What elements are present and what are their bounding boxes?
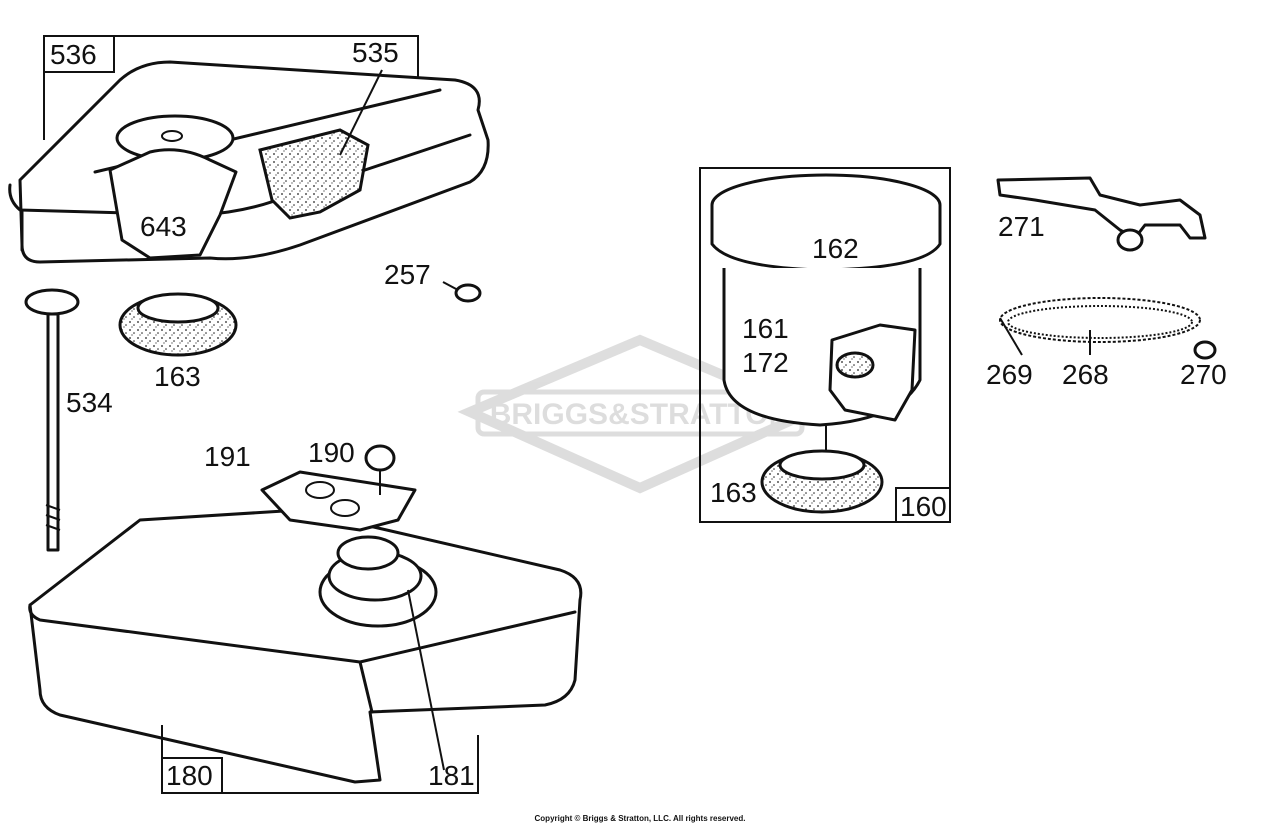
part-labels: 536 535 643 257 163 534 191 190 180 181 … — [43, 35, 1227, 794]
nut-270 — [1193, 340, 1217, 360]
label-268: 268 — [1062, 359, 1109, 390]
label-643: 643 — [140, 211, 187, 242]
label-535: 535 — [352, 37, 399, 68]
label-172: 172 — [742, 347, 789, 378]
label-536: 536 — [50, 39, 97, 70]
linkage-271 — [996, 176, 1207, 252]
screw-257 — [442, 281, 482, 303]
copyright-notice: Copyright © Briggs & Stratton, LLC. All … — [534, 814, 746, 823]
spring-268 — [999, 297, 1201, 356]
label-257: 257 — [384, 259, 431, 290]
label-161: 161 — [742, 313, 789, 344]
label-162: 162 — [812, 233, 859, 264]
tank-cover-assembly — [8, 35, 490, 357]
label-190: 190 — [308, 437, 355, 468]
label-271: 271 — [998, 211, 1045, 242]
label-191: 191 — [204, 441, 251, 472]
label-163-right: 163 — [710, 477, 757, 508]
dipstick-534 — [24, 288, 80, 552]
label-270: 270 — [1180, 359, 1227, 390]
label-181: 181 — [428, 760, 475, 791]
air-cleaner-assembly — [699, 167, 951, 523]
label-269: 269 — [986, 359, 1033, 390]
label-163-left: 163 — [154, 361, 201, 392]
label-534: 534 — [66, 387, 113, 418]
fuel-tank-assembly — [28, 444, 583, 794]
label-160: 160 — [900, 491, 947, 522]
label-180: 180 — [166, 760, 213, 791]
